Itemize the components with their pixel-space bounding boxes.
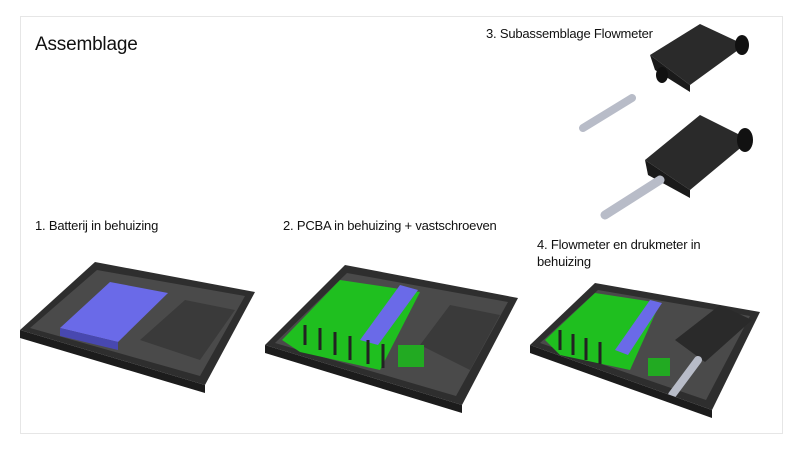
step1-housing-image — [20, 262, 255, 393]
step2-housing-image — [265, 265, 518, 413]
pcb — [282, 280, 420, 370]
step2-label: 2. PCBA in behuizing + vastschroeven — [283, 218, 497, 233]
step4-housing-image — [530, 283, 760, 418]
step4-label: 4. Flowmeter en drukmeter in behuizing — [537, 237, 701, 269]
tube — [579, 94, 636, 132]
battery — [60, 282, 168, 342]
connector — [398, 345, 424, 367]
step1-label: 1. Batterij in behuizing — [35, 218, 159, 233]
step3-label: 3. Subassemblage Flowmeter — [486, 26, 653, 41]
flowmeter-subassembly-image — [579, 24, 753, 220]
slide-title: Assemblage — [35, 34, 138, 55]
